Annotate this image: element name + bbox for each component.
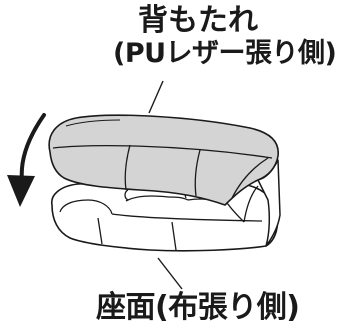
side-panel [257, 159, 281, 247]
backrest-label-line2: (PUレザー張り側) [113, 38, 337, 69]
backrest-leader-line [148, 80, 164, 114]
curved-down-arrow-icon [7, 113, 46, 207]
seat-leader-line [157, 257, 183, 290]
backrest-label-line1: 背もたれ [138, 3, 258, 38]
seat-label: 座面(布張り側) [96, 290, 300, 325]
